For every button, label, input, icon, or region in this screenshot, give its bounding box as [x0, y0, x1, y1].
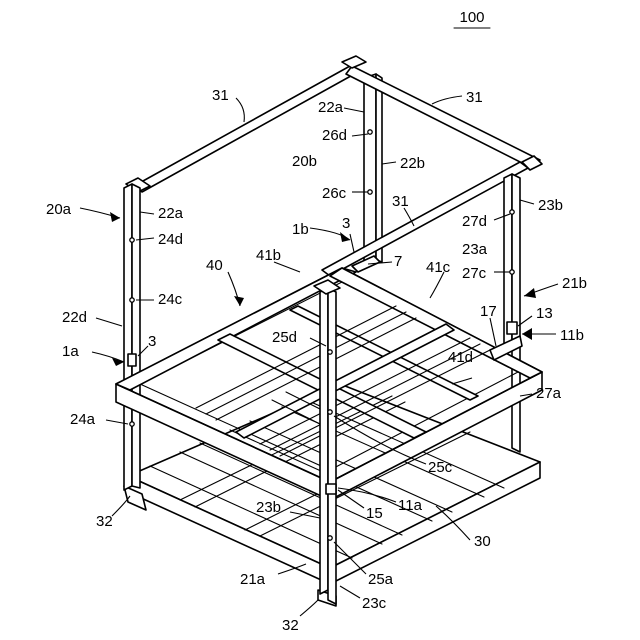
front-post-23b — [320, 288, 328, 594]
figure-number: 100 — [454, 9, 490, 28]
leader-31-a — [236, 98, 244, 122]
ref-label: 22a — [158, 205, 184, 222]
leader-22b — [382, 162, 396, 164]
ref-label: 25c — [428, 459, 453, 476]
ref-label: 27a — [536, 385, 562, 402]
ref-label: 15 — [366, 505, 383, 522]
hole-26d — [368, 130, 372, 134]
hole-27d — [510, 210, 514, 214]
leader-3-top — [350, 234, 354, 252]
ref-label: 26c — [322, 185, 347, 202]
back-post-22a — [364, 74, 376, 264]
ref-label: 3 — [148, 333, 156, 350]
hole-25c — [328, 410, 332, 414]
ref-label: 17 — [480, 303, 497, 320]
ref-label: 13 — [536, 305, 553, 322]
ref-label: 24c — [158, 291, 183, 308]
ref-label: 3 — [342, 215, 350, 232]
hole-27c — [510, 270, 514, 274]
ref-label: 20a — [46, 201, 72, 218]
leader-23c — [340, 586, 360, 598]
ref-label: 24a — [70, 411, 96, 428]
arrow-21b — [524, 288, 536, 298]
leader-22a-top — [344, 108, 364, 112]
leader-23b-front — [290, 512, 320, 518]
ref-label: 27d — [462, 213, 487, 230]
bracket-13 — [507, 322, 517, 334]
leader-32-bottom — [300, 600, 318, 616]
arrow-11b — [522, 328, 532, 340]
ref-label: 11a — [398, 497, 423, 514]
ref-label: 24d — [158, 231, 183, 248]
hole-24d — [130, 238, 134, 242]
ref-label: 41c — [426, 259, 451, 276]
left-post-20a — [124, 184, 140, 490]
arrow-40 — [234, 296, 244, 306]
ref-label: 23b — [538, 197, 563, 214]
hole-24a — [130, 422, 134, 426]
ref-label: 25a — [368, 571, 394, 588]
ref-label: 7 — [394, 253, 402, 270]
leader-22a-left — [140, 212, 154, 214]
hole-24c — [130, 298, 134, 302]
hole-26c — [368, 190, 372, 194]
ref-label: 22b — [400, 155, 425, 172]
base-front-left-face — [128, 476, 330, 584]
ref-label: 31 — [392, 193, 409, 210]
right-post-23a — [512, 174, 520, 452]
ref-label: 21b — [562, 275, 587, 292]
ref-label: 40 — [206, 257, 223, 274]
ref-label: 32 — [96, 513, 113, 530]
leader-23b-right — [520, 200, 534, 204]
ref-label: 31 — [466, 89, 483, 106]
leader-41d — [452, 378, 472, 384]
hole-25a — [328, 536, 332, 540]
hole-25d — [328, 350, 332, 354]
leader-15 — [338, 490, 364, 508]
ref-label: 1a — [62, 343, 79, 360]
left-post-22a — [132, 184, 140, 488]
ref-label: 21a — [240, 571, 266, 588]
arrow-1b — [340, 232, 350, 242]
front-post-23c — [328, 288, 336, 604]
ref-label: 23b — [256, 499, 281, 516]
ref-label: 30 — [474, 533, 491, 550]
ref-label: 41d — [448, 349, 473, 366]
leader-22d — [96, 318, 122, 326]
ref-label: 23c — [362, 595, 387, 612]
ref-label: 11b — [560, 327, 584, 344]
ref-label: 25d — [272, 329, 297, 346]
ref-label: 26d — [322, 127, 347, 144]
leader-32-left — [112, 496, 130, 516]
figure-number-text: 100 — [459, 9, 484, 26]
ref-label: 31 — [212, 87, 229, 104]
leader-17 — [490, 318, 496, 346]
leader-31-b — [432, 96, 462, 104]
back-post-22b — [376, 74, 382, 262]
front-post-21a — [314, 280, 340, 604]
bracket-3-left — [128, 354, 136, 366]
shelf-cross-beam-c — [236, 324, 454, 438]
ref-label: 32 — [282, 617, 299, 634]
corner-bracket-back — [342, 56, 366, 68]
ref-label: 1b — [292, 221, 309, 238]
shelf-slat — [196, 306, 396, 408]
ref-label: 22d — [62, 309, 87, 326]
ref-label: 20b — [292, 153, 317, 170]
ref-label: 22a — [318, 99, 344, 116]
ref-label: 27c — [462, 265, 487, 282]
bracket-11a — [326, 484, 336, 494]
ref-label: 23a — [462, 241, 488, 258]
ref-label: 41b — [256, 247, 281, 264]
left-post-22d — [124, 184, 132, 490]
